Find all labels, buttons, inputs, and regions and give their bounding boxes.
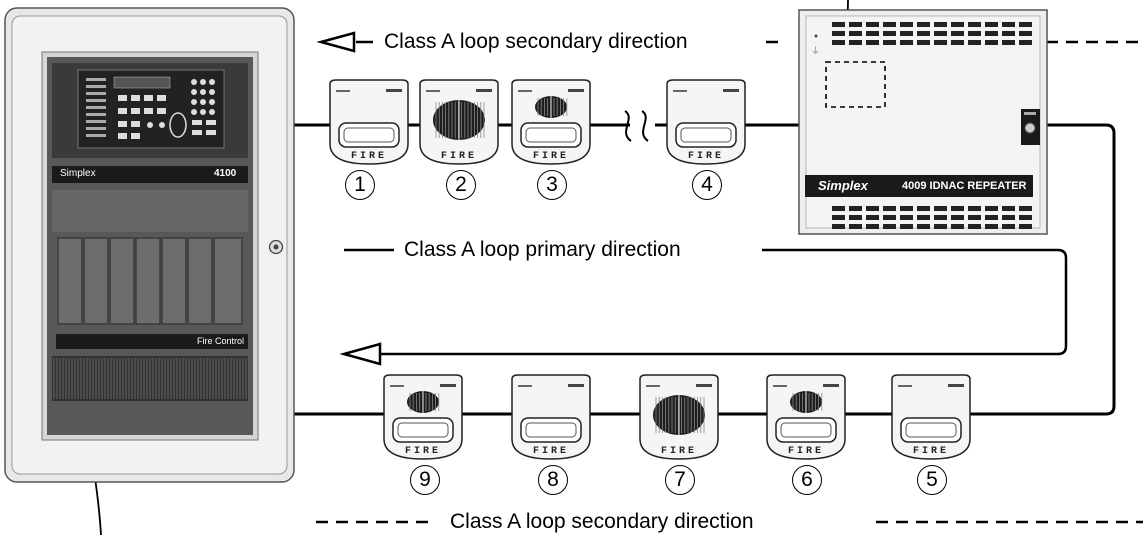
svg-text:⏚: ⏚	[811, 46, 820, 56]
device-number-3: 3	[537, 170, 567, 200]
device-6-speaker-strobe: FIRE	[766, 374, 846, 460]
fire-alarm-control-panel	[4, 7, 295, 483]
device-fire-label: FIRE	[533, 446, 569, 457]
device-7-speaker: FIRE	[639, 374, 719, 460]
device-9-speaker-strobe: FIRE	[383, 374, 463, 460]
device-fire-label: FIRE	[441, 151, 477, 162]
device-number-7: 7	[665, 465, 695, 495]
device-number-4: 4	[692, 170, 722, 200]
device-2-speaker: FIRE	[419, 79, 499, 165]
device-number-6: 6	[792, 465, 822, 495]
label-secondary-direction-top: Class A loop secondary direction	[384, 30, 688, 53]
device-fire-label: FIRE	[533, 151, 569, 162]
notification-devices: FIRE FIRE FIRE FIRE FIRE FIRE FIRE FIRE FIRE	[329, 79, 971, 460]
device-number-5: 5	[917, 465, 947, 495]
device-4-strobe: FIRE	[666, 79, 746, 165]
device-fire-label: FIRE	[405, 446, 441, 457]
device-fire-label: FIRE	[788, 446, 824, 457]
device-5-strobe: FIRE	[891, 374, 971, 460]
device-number-1: 1	[345, 170, 375, 200]
device-number-8: 8	[538, 465, 568, 495]
device-fire-label: FIRE	[688, 151, 724, 162]
device-number-2: 2	[446, 170, 476, 200]
label-secondary-direction-bottom: Class A loop secondary direction	[450, 510, 754, 533]
device-8-strobe: FIRE	[511, 374, 591, 460]
secondary-direction-top	[316, 31, 1143, 53]
repeater-brand: Simplex	[818, 178, 868, 193]
device-fire-label: FIRE	[913, 446, 949, 457]
device-number-9: 9	[410, 465, 440, 495]
panel-model: 4100	[214, 168, 237, 179]
device-1-strobe: FIRE	[329, 79, 409, 165]
repeater-model: 4009 IDNAC REPEATER	[902, 180, 1027, 192]
panel-brand: Simplex	[60, 168, 96, 179]
device-fire-label: FIRE	[351, 151, 387, 162]
label-primary-direction: Class A loop primary direction	[404, 238, 681, 261]
idnac-repeater: ⏚	[798, 9, 1048, 235]
primary-direction-line	[339, 248, 1068, 366]
device-3-speaker-strobe: FIRE	[511, 79, 591, 165]
device-fire-label: FIRE	[661, 446, 697, 457]
panel-fire-control-label: Fire Control	[197, 336, 245, 346]
